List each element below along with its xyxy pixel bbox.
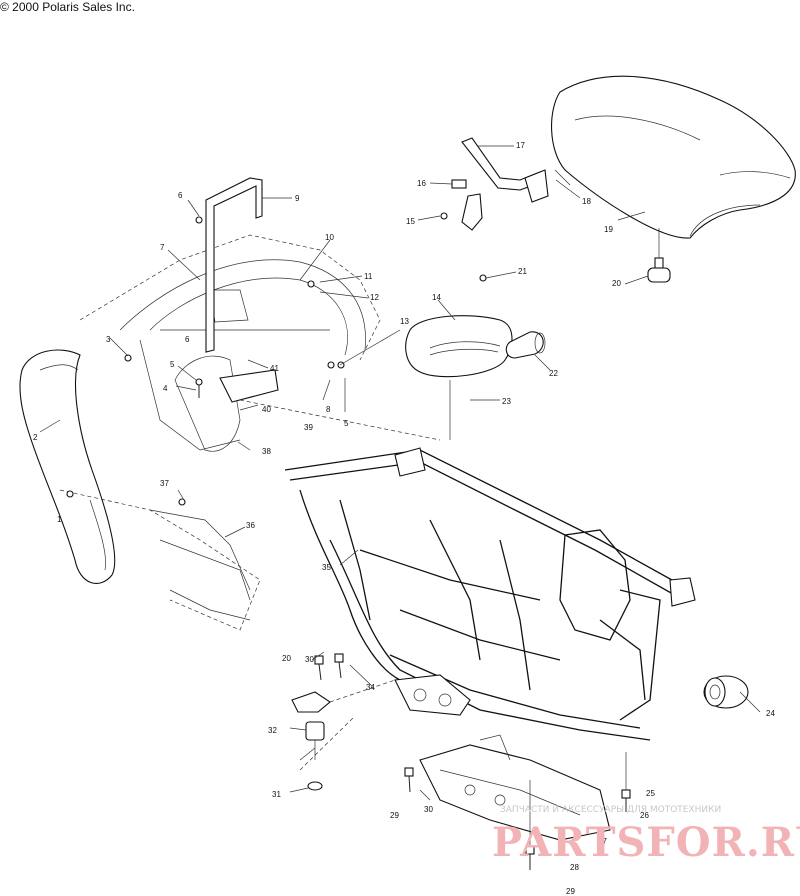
main-frame-part: [284, 447, 696, 741]
skid-plate-part: [419, 734, 611, 841]
front-fender-part: [19, 349, 116, 584]
callout-label: 35: [322, 563, 331, 572]
seat-bumper-part: [647, 228, 671, 283]
callout-label: 38: [262, 447, 271, 456]
callout-labels: 1 2 3 4 5 5 6 6 8 9 10 11 12 13 14 15 16…: [33, 141, 775, 896]
callout-label: 23: [502, 397, 511, 406]
rear-fender-part: [79, 234, 381, 451]
callout-label: 34: [366, 683, 375, 692]
callout-label: 21: [518, 267, 527, 276]
mount-bracket-part: [291, 691, 331, 791]
callout-label: 7: [160, 243, 165, 252]
callout-label: 11: [364, 272, 373, 281]
callout-label: 26: [640, 811, 649, 820]
callout-label: 27: [598, 837, 607, 846]
callout-label: 2: [33, 433, 38, 442]
callout-label: 1: [57, 515, 62, 524]
callout-label: 36: [246, 521, 255, 530]
callout-label: 24: [766, 709, 775, 718]
callout-label: 39: [304, 423, 313, 432]
fender-flare-part: [174, 355, 279, 452]
callout-label: 17: [516, 141, 525, 150]
callout-label: 12: [370, 293, 379, 302]
callout-label: 29: [566, 887, 575, 896]
callout-label: 6: [178, 191, 183, 200]
callout-label: 30: [424, 805, 433, 814]
tool-box-part: [405, 315, 513, 378]
callout-label: 5: [344, 419, 349, 428]
callout-label: 16: [417, 179, 426, 188]
callout-label: 22: [549, 369, 558, 378]
rack-bar-part: [205, 177, 263, 353]
copyright-notice: © 2000 Polaris Sales Inc.: [0, 0, 135, 14]
callout-label: 9: [295, 194, 300, 203]
callout-label: 29: [390, 811, 399, 820]
callout-label: 37: [160, 479, 169, 488]
callout-label: 30: [305, 655, 314, 664]
seat-latch-bracket: [451, 137, 571, 231]
rubber-mount-part: [703, 675, 749, 709]
callout-label: 3: [106, 335, 111, 344]
bolt-parts: [66, 212, 631, 870]
callout-label: 8: [326, 405, 331, 414]
callout-label: 20: [282, 654, 291, 663]
callout-label: 13: [400, 317, 409, 326]
watermark: ЗАПЧАСТИ И АКСЕССУАРЫ ДЛЯ МОТОТЕХНИКИ PA…: [492, 805, 800, 866]
watermark-logo: PARTSFOR.RU: [492, 819, 800, 866]
callout-label: 40: [262, 405, 271, 414]
callout-label: 31: [272, 790, 281, 799]
footwell-panel-part: [59, 489, 261, 631]
callout-label: 41: [270, 364, 279, 373]
leader-lines: [39, 145, 761, 845]
callout-label: 10: [325, 233, 334, 242]
callout-label: 19: [604, 225, 613, 234]
callout-label: 14: [432, 293, 441, 302]
callout-label: 25: [646, 789, 655, 798]
callout-label: 5: [170, 360, 175, 369]
callout-label: 20: [612, 279, 621, 288]
watermark-tagline: ЗАПЧАСТИ И АКСЕССУАРЫ ДЛЯ МОТОТЕХНИКИ: [500, 805, 721, 815]
seat-part: [551, 75, 796, 239]
tool-box-cap-part: [505, 331, 546, 359]
callout-label: 6: [185, 335, 190, 344]
callout-label: 32: [268, 726, 277, 735]
callout-label: 4: [163, 384, 168, 393]
callout-label: 15: [406, 217, 415, 226]
callout-label: 18: [582, 197, 591, 206]
callout-label: 28: [570, 863, 579, 872]
